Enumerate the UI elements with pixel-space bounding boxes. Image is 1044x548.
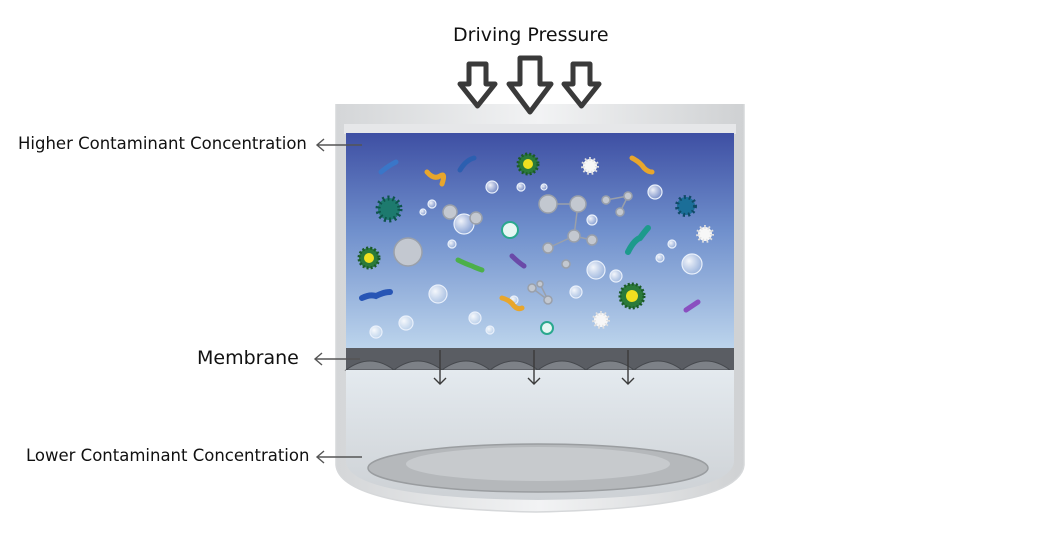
pressure-arrow-icon (457, 61, 498, 109)
virus-icon (375, 157, 714, 335)
bacteria-icon (359, 155, 701, 313)
membrane (344, 348, 734, 371)
contaminants (357, 152, 714, 339)
molecule-icon (393, 191, 633, 305)
label-higher-concentration: Higher Contaminant Concentration (18, 134, 307, 153)
label-pointers (313, 138, 362, 464)
flow-arrows (433, 350, 635, 385)
container (335, 104, 745, 513)
pressure-arrow-icon (506, 55, 554, 115)
radioactive-particle-icon (357, 152, 646, 310)
pressure-arrows (457, 55, 602, 115)
label-membrane: Membrane (197, 347, 299, 369)
bubble-icon (369, 180, 703, 339)
flow-arrow-icon (527, 350, 541, 385)
flow-arrow-icon (621, 350, 635, 385)
label-lower-concentration: Lower Contaminant Concentration (26, 446, 310, 465)
diagram-title: Driving Pressure (453, 24, 609, 46)
pressure-arrow-icon (561, 61, 602, 109)
flow-arrow-icon (433, 350, 447, 385)
